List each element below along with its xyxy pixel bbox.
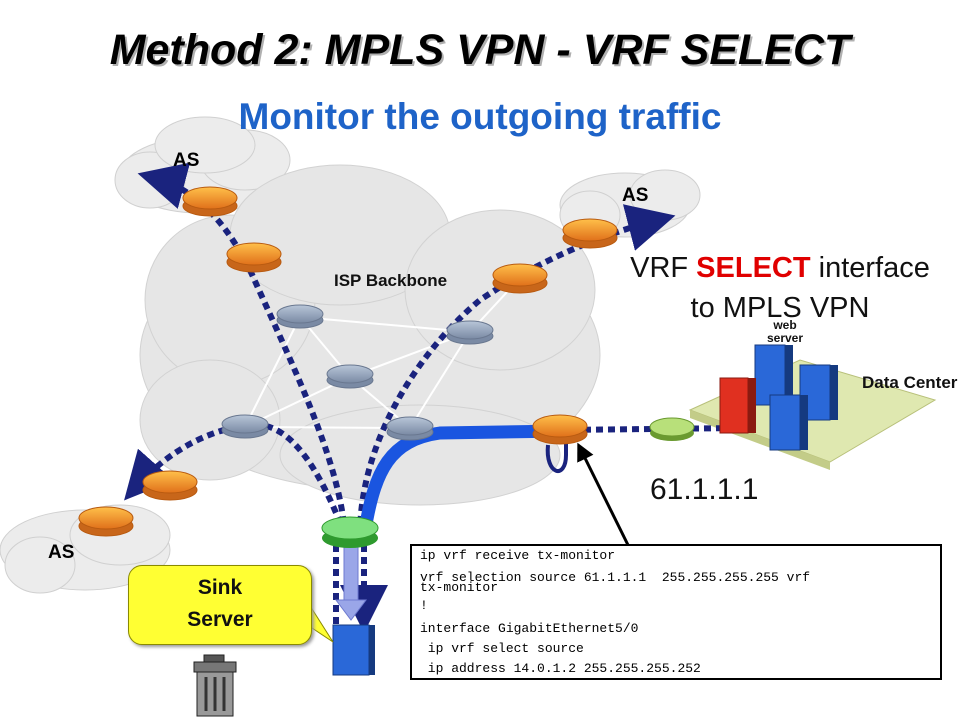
as-label-top-right: AS [622, 185, 649, 206]
config-line: ip vrf select source [420, 641, 584, 656]
web-server-label: web server [766, 318, 804, 345]
as-label-bottom-left: AS [48, 542, 75, 563]
vrf-caption-prefix: VRF [630, 252, 697, 284]
page-title: Method 2: MPLS VPN - VRF SELECT [109, 26, 851, 74]
page-subtitle: Monitor the outgoing traffic [238, 96, 722, 137]
green-edge-router [321, 516, 379, 548]
vrf-caption-line1: VRF SELECT interface [610, 248, 950, 288]
backbone-routers [221, 304, 494, 441]
trash-can-icon [193, 654, 237, 717]
isp-backbone-label: ISP Backbone [334, 271, 448, 290]
vrf-caption-line2: to MPLS VPN [690, 292, 870, 324]
config-line: tx-monitor [420, 580, 499, 595]
config-line: vrf selection source 61.1.1.1 255.255.25… [420, 570, 811, 585]
orange-routers [78, 186, 618, 537]
config-line: ip address 14.0.1.2 255.255.255.252 [420, 661, 701, 676]
sink-line1: Sink [197, 576, 243, 599]
vrf-caption-highlight: SELECT [696, 252, 811, 284]
source-ip-label: 61.1.1.1 [650, 473, 759, 506]
data-center-servers [719, 344, 838, 451]
mirror-arrow-shaft [343, 544, 359, 604]
config-line: interface GigabitEthernet5/0 [420, 621, 639, 636]
data-center-label: Data Center [862, 373, 958, 392]
sink-server-callout: Sink Server [128, 565, 312, 645]
config-pointer-arrow [577, 442, 630, 546]
config-line: ! [420, 598, 428, 613]
sink-server-device [332, 624, 375, 676]
vrf-select-caption: VRF SELECT interface to MPLS VPN [610, 248, 950, 328]
mirror-arrow-head [335, 599, 367, 621]
as-label-top-left: AS [173, 150, 200, 171]
datacenter-switch [649, 417, 695, 441]
config-line: ip vrf receive tx-monitor [420, 548, 616, 563]
sink-line2: Server [187, 608, 253, 631]
vrf-caption-suffix: interface [810, 252, 930, 284]
config-code-box: ip vrf receive tx-monitor vrf selection … [410, 544, 942, 680]
